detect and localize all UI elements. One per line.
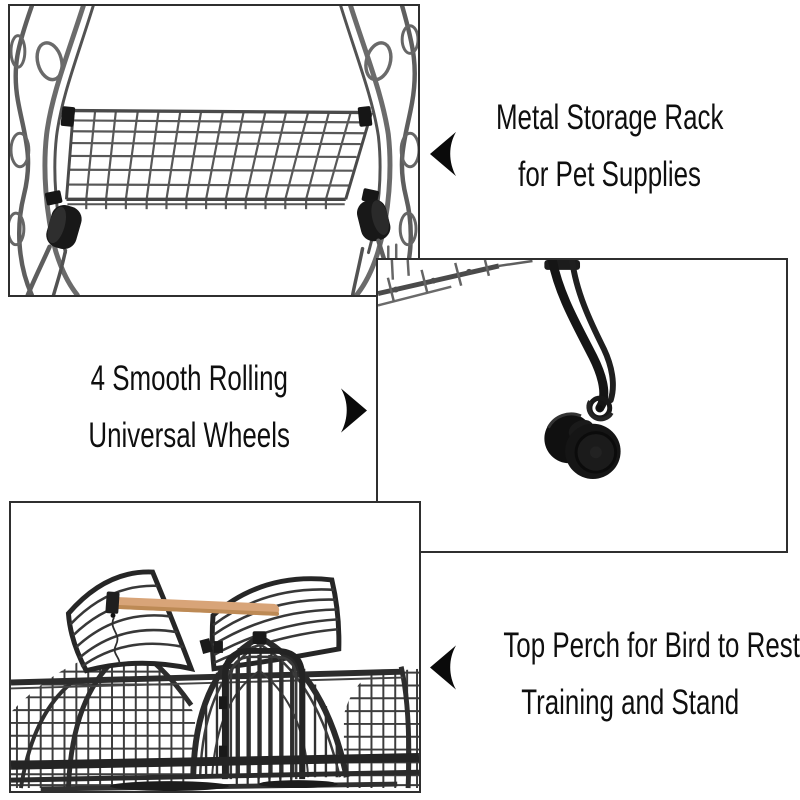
perch-clamp — [105, 591, 120, 614]
lower-legs — [25, 238, 398, 295]
photo-storage-rack — [8, 4, 420, 297]
dome-apex-clip — [252, 631, 267, 645]
perch-cable — [111, 617, 121, 667]
caster-illustration — [378, 260, 621, 479]
caption-line: Universal Wheels — [88, 416, 290, 455]
far-left-arch — [18, 678, 76, 789]
caster-wheel — [544, 412, 621, 479]
arrow-left-icon — [430, 131, 457, 182]
caption-line: for Pet Supplies — [518, 155, 702, 194]
top-rim-rail — [11, 668, 404, 690]
shelf-corner-wires — [378, 260, 533, 307]
arrow-left-icon — [430, 645, 457, 695]
left-caster-wheel — [46, 205, 82, 250]
caption-line: Metal Storage Rack — [496, 98, 724, 137]
photo-cage-top — [9, 501, 421, 793]
left-scroll-post — [10, 6, 95, 295]
right-scroll-post — [339, 6, 418, 295]
arrow-right-icon — [340, 388, 367, 438]
wing-hinge-clips — [199, 638, 223, 654]
caption-line: Top Perch for Bird to Rest, — [503, 626, 800, 665]
left-roof-wing — [65, 569, 196, 674]
caption-line: Training and Stand — [521, 683, 739, 722]
caster-stem-spiral — [586, 395, 614, 422]
cage-door — [218, 647, 306, 780]
wire-shelf-grid — [64, 108, 373, 210]
shelf-mounting-clips — [44, 106, 380, 206]
photo-caster-wheel — [376, 258, 788, 553]
caster-strut — [544, 260, 616, 413]
wooden-perch — [105, 591, 280, 667]
storage-rack-illustration — [10, 6, 418, 295]
right-caster-wheel — [356, 199, 391, 242]
bottom-rails — [11, 753, 419, 791]
caption-perch: Top Perch for Bird to Rest, Training and… — [450, 617, 800, 731]
cage-top-illustration — [11, 569, 419, 791]
caption-storage-rack: Metal Storage Rack for Pet Supplies — [420, 89, 800, 203]
caption-wheels: 4 Smooth Rolling Universal Wheels — [0, 350, 378, 464]
caption-line: 4 Smooth Rolling — [90, 359, 288, 398]
